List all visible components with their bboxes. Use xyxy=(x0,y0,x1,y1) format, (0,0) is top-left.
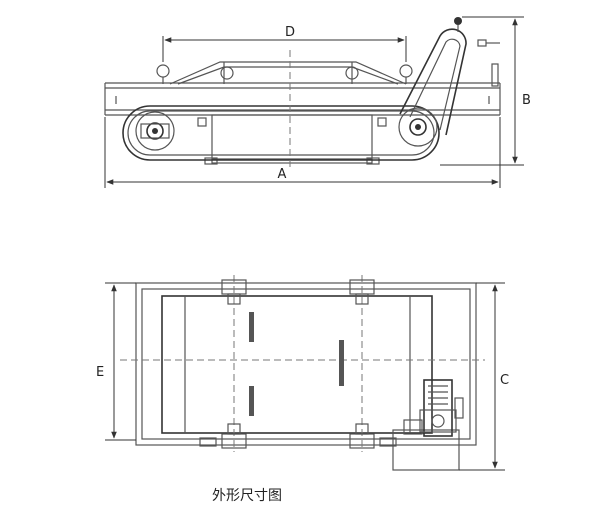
top-frame xyxy=(135,282,477,446)
label-c: C xyxy=(500,373,509,388)
magnet-poles xyxy=(249,312,344,416)
dimension-d: D xyxy=(162,25,407,62)
label-a: A xyxy=(278,167,287,182)
side-frame xyxy=(104,82,501,116)
top-belt xyxy=(161,295,433,434)
right-drum xyxy=(398,107,438,147)
dimension-b: B xyxy=(440,16,531,166)
top-view: E C xyxy=(96,275,509,471)
dimension-a: A xyxy=(104,117,501,188)
label-e: E xyxy=(96,365,104,380)
dimension-e: E xyxy=(96,282,136,441)
conveyor-belt xyxy=(122,105,440,161)
lifting-lugs xyxy=(156,64,413,84)
label-b: B xyxy=(522,93,531,108)
dimension-c: C xyxy=(459,282,509,471)
side-view: D A B xyxy=(104,16,531,188)
magnet-body xyxy=(197,114,387,165)
drive-motor xyxy=(392,379,464,471)
diagram-caption: 外形尺寸图 xyxy=(212,488,282,504)
lifting-hood xyxy=(169,61,407,85)
bearing-blocks xyxy=(199,279,397,449)
drive-arm xyxy=(399,17,500,136)
label-d: D xyxy=(285,25,295,40)
left-drum xyxy=(135,111,175,151)
